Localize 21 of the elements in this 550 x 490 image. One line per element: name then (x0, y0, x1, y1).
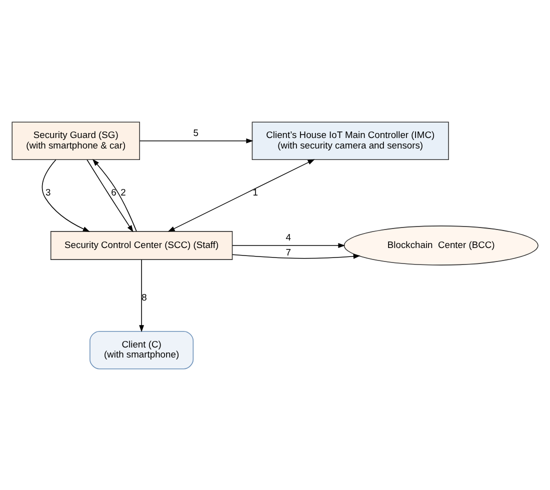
arrow (92, 158, 137, 232)
edge-label: 7 (286, 246, 291, 257)
arrow (232, 242, 346, 248)
edge-label: 3 (45, 186, 51, 197)
edge-label: 4 (286, 232, 291, 242)
node-box: Security Guard (SG) (with smartphone & car) (12, 121, 140, 160)
arrow (232, 253, 360, 258)
edge-label: 1 (252, 186, 258, 197)
arrow (42, 158, 90, 232)
node-ellipse: Blockchain Center (BCC) (344, 225, 538, 265)
edge-label: 2 (120, 186, 126, 197)
arrow (86, 158, 134, 232)
edge-label: 6 (111, 186, 116, 197)
node-box: Security Control Center (SCC) (Staff) (50, 230, 233, 260)
edge-label: 5 (193, 127, 199, 138)
edge-label: 8 (142, 292, 147, 302)
arrow (140, 138, 254, 143)
arrow (139, 258, 144, 332)
arrow (168, 158, 315, 232)
node-box: Client (C) (with smartphone) (90, 330, 194, 369)
node-box: Client’s House IoT Main Controller (IMC) (with security camera and sensors) (252, 121, 449, 160)
